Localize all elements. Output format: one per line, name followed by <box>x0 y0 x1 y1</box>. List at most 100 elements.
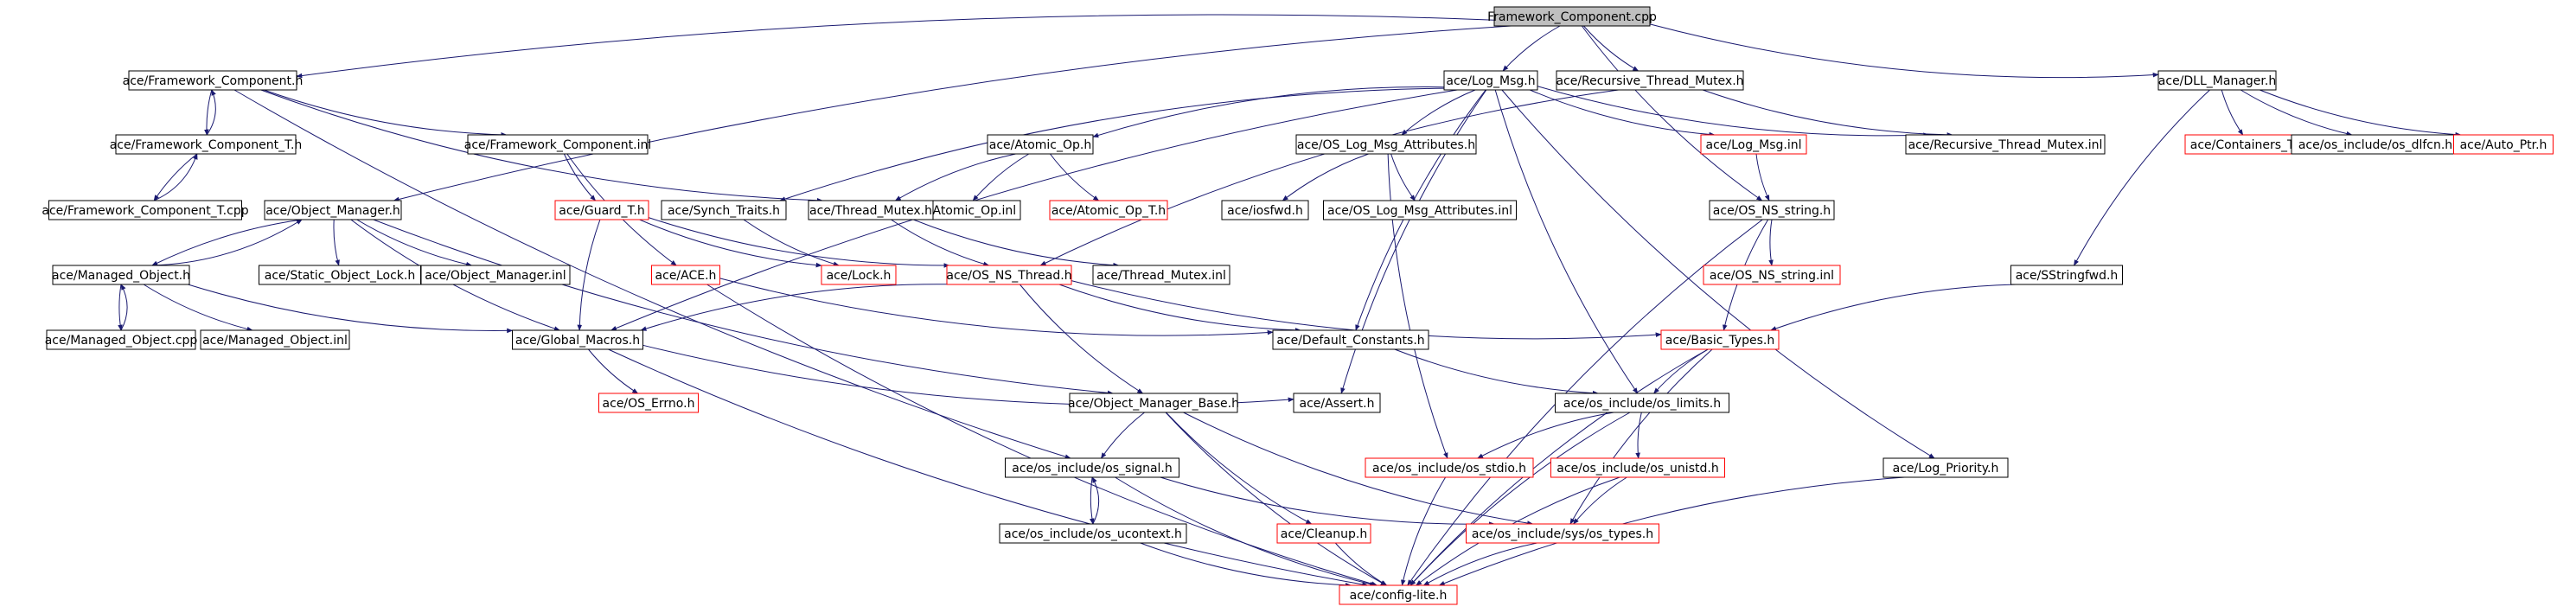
node-defconst[interactable]: ace/Default_Constants.h <box>1272 329 1429 350</box>
edge-fwcpp-to-rtmh <box>1583 25 1640 72</box>
edge-logmsg-to-limits <box>1494 89 1639 394</box>
node-objmgrbase[interactable]: ace/Object_Manager_Base.h <box>1068 393 1239 413</box>
node-thmutex[interactable]: ace/Thread_Mutex.h <box>808 200 934 220</box>
node-objmgr[interactable]: ace/Object_Manager.h <box>264 200 402 220</box>
node-config[interactable]: ace/config-lite.h <box>1339 584 1458 605</box>
edge-fwcpp-to-fwh <box>296 14 1495 79</box>
node-objmgrinl[interactable]: ace/Object_Manager.inl <box>420 265 571 285</box>
node-mobjcpp[interactable]: ace/Managed_Object.cpp <box>45 329 198 350</box>
node-atomict[interactable]: ace/Atomic_Op_T.h <box>1049 200 1168 220</box>
node-logmsginl[interactable]: ace/Log_Msg.inl <box>1700 134 1807 155</box>
node-aceh[interactable]: ace/ACE.h <box>651 265 720 285</box>
edge-mobjh-to-globmac <box>188 284 514 334</box>
node-ucontext[interactable]: ace/os_include/os_ucontext.h <box>999 523 1187 544</box>
node-label: ace/Thread_Mutex.h <box>809 204 932 218</box>
node-label: ace/Object_Manager.inl <box>425 269 566 283</box>
node-label: ace/Object_Manager.h <box>265 204 400 218</box>
node-box <box>1295 134 1477 155</box>
node-box <box>1556 70 1744 91</box>
node-logmsg[interactable]: ace/Log_Msg.h <box>1443 70 1538 91</box>
node-label: ace/os_include/os_ucontext.h <box>1004 527 1182 541</box>
node-limits[interactable]: ace/os_include/os_limits.h <box>1555 393 1729 413</box>
node-label: ace/Object_Manager_Base.h <box>1068 397 1239 411</box>
node-static[interactable]: ace/Static_Object_Lock.h <box>259 265 421 285</box>
node-box <box>1069 393 1238 413</box>
node-box <box>999 523 1187 544</box>
edge-mobjcpp-to-mobjh <box>120 284 128 331</box>
node-basictypes[interactable]: ace/Basic_Types.h <box>1660 329 1780 350</box>
node-containers[interactable]: ace/Containers_T.h <box>2184 134 2311 155</box>
edge-thmutex-to-nsthread <box>891 219 990 266</box>
edge-atomic-to-atomict <box>1050 153 1100 201</box>
edge-objmgrbase-to-cleanup <box>1166 412 1313 525</box>
node-unistd[interactable]: ace/os_include/os_unistd.h <box>1550 457 1725 478</box>
edge-systypes-to-config <box>1422 542 1537 586</box>
edge-dll-to-autoptr <box>2260 89 2462 137</box>
node-sstringfwd[interactable]: ace/SStringfwd.h <box>2010 265 2123 285</box>
node-autoptr[interactable]: ace/Auto_Ptr.h <box>2453 134 2554 155</box>
node-label: ace/Managed_Object.cpp <box>45 334 198 348</box>
node-box <box>1905 134 2106 155</box>
node-globmac[interactable]: ace/Global_Macros.h <box>512 329 643 350</box>
node-oserrno[interactable]: ace/OS_Errno.h <box>598 393 699 413</box>
node-systypes[interactable]: ace/os_include/sys/os_types.h <box>1466 523 1659 544</box>
node-oslmainl[interactable]: ace/OS_Log_Msg_Attributes.inl <box>1323 200 1517 220</box>
node-atomic[interactable]: ace/Atomic_Op.h <box>987 134 1094 155</box>
node-box <box>1882 457 2009 478</box>
node-label: ace/Log_Msg.h <box>1446 74 1535 88</box>
node-oslma[interactable]: ace/OS_Log_Msg_Attributes.h <box>1295 134 1477 155</box>
node-box <box>1276 523 1371 544</box>
node-fwh[interactable]: ace/Framework_Component.h <box>123 70 304 91</box>
node-fwtcpp[interactable]: ace/Framework_Component_T.cpp <box>42 200 249 220</box>
node-box <box>48 200 242 220</box>
node-iosfwd[interactable]: ace/iosfwd.h <box>1221 200 1309 220</box>
node-label: ace/os_include/sys/os_types.h <box>1472 527 1653 541</box>
edge-stdio-to-config <box>1401 476 1447 586</box>
node-label: ace/Atomic_Op.h <box>989 138 1091 152</box>
node-nsstringinl[interactable]: ace/OS_NS_string.inl <box>1703 265 1841 285</box>
node-assert[interactable]: ace/Assert.h <box>1293 393 1381 413</box>
node-box <box>1365 457 1534 478</box>
node-lock[interactable]: ace/Lock.h <box>821 265 897 285</box>
node-guard[interactable]: ace/Guard_T.h <box>554 200 649 220</box>
edge-objmgr-to-objmgrinl <box>356 219 473 267</box>
node-mobjinl[interactable]: ace/Managed_Object.inl <box>200 329 350 350</box>
node-label: ace/Thread_Mutex.inl <box>1096 269 1226 283</box>
edge-limits-to-config <box>1409 412 1631 586</box>
node-label: ace/iosfwd.h <box>1227 204 1303 218</box>
node-box <box>467 134 649 155</box>
node-label: ace/Atomic_Op.inl <box>907 204 1016 218</box>
edge-fwcpp-to-logmsg <box>1502 25 1561 72</box>
node-fwinl[interactable]: ace/Framework_Component.inl <box>464 134 652 155</box>
edge-logmsg-to-logprio <box>1501 89 1935 459</box>
node-label: ace/SStringfwd.h <box>2016 269 2119 283</box>
node-rtminl[interactable]: ace/Recursive_Thread_Mutex.inl <box>1905 134 2106 155</box>
node-rtmh[interactable]: ace/Recursive_Thread_Mutex.h <box>1556 70 1744 91</box>
node-dlfcn[interactable]: ace/os_include/os_dlfcn.h <box>2291 134 2460 155</box>
node-nsthread[interactable]: ace/OS_NS_Thread.h <box>946 265 1072 285</box>
node-fwth[interactable]: ace/Framework_Component_T.h <box>110 134 303 155</box>
node-box <box>1555 393 1729 413</box>
node-label: ace/Recursive_Thread_Mutex.h <box>1556 74 1743 88</box>
node-dll[interactable]: ace/DLL_Manager.h <box>2157 70 2277 91</box>
node-signal[interactable]: ace/os_include/os_signal.h <box>1005 457 1179 478</box>
node-cleanup[interactable]: ace/Cleanup.h <box>1276 523 1371 544</box>
edge-nsstring-to-config <box>1407 219 1763 586</box>
node-fwcpp[interactable]: Framework_Component.cpp <box>1487 6 1657 27</box>
node-thmutexinl[interactable]: ace/Thread_Mutex.inl <box>1092 265 1230 285</box>
node-logprio[interactable]: ace/Log_Priority.h <box>1882 457 2009 478</box>
node-label: ace/os_include/os_unistd.h <box>1556 462 1718 476</box>
node-synch[interactable]: ace/Synch_Traits.h <box>661 200 787 220</box>
node-box <box>808 200 934 220</box>
node-stdio[interactable]: ace/os_include/os_stdio.h <box>1365 457 1534 478</box>
edge-unistd-to-systypes <box>1573 476 1627 525</box>
node-mobjh[interactable]: ace/Managed_Object.h <box>52 265 190 285</box>
node-label: ace/Framework_Component_T.cpp <box>42 204 248 218</box>
edge-rtmh-to-rtminl <box>1702 89 1953 137</box>
node-nsstring[interactable]: ace/OS_NS_string.h <box>1709 200 1835 220</box>
edge-unistd-to-config <box>1416 476 1620 586</box>
node-box <box>1049 200 1168 220</box>
edge-cleanup-to-config <box>1334 542 1388 586</box>
node-label: ace/Containers_T.h <box>2190 138 2305 152</box>
node-label: ace/Guard_T.h <box>559 204 645 218</box>
